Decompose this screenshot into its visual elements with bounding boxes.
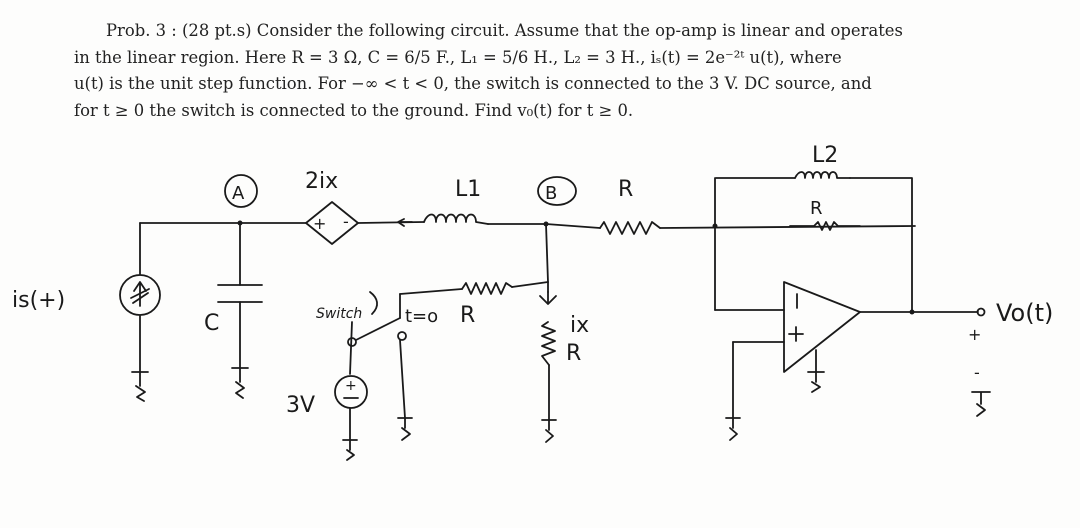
dc-source-label: 3V — [286, 393, 315, 418]
wires — [139, 177, 979, 421]
switch-time-label: t=o — [405, 306, 438, 327]
node-a-label: A — [232, 183, 245, 204]
ground-source — [131, 371, 149, 402]
node-b-label: B — [545, 183, 557, 204]
svg-text:+: + — [313, 214, 326, 233]
resistor-r-switch-label: R — [460, 303, 475, 328]
resistor-r-switch: R — [460, 282, 513, 328]
inductor-l2-label: L2 — [812, 143, 838, 168]
output-label: Vo(t) — [996, 299, 1053, 327]
switch-label: Switch — [316, 306, 362, 322]
resistor-r-branch-label: R — [566, 341, 581, 366]
problem-line-1: Prob. 3 : (28 pt.s) Consider the followi… — [106, 21, 903, 40]
capacitor: C — [204, 284, 263, 399]
resistor-r-feedback: R — [789, 198, 861, 231]
inductor-l2: L2 — [794, 143, 851, 179]
ground-opamp-input — [725, 417, 741, 441]
dependent-source: + - 2ix — [305, 169, 359, 245]
output-terminal: + Vo(t) - — [968, 299, 1053, 417]
svg-text:+: + — [968, 325, 981, 344]
problem-line-2: in the linear region. Here R = 3 Ω, C = … — [74, 47, 842, 67]
svg-text:+: + — [345, 378, 357, 394]
node-b: B — [537, 176, 577, 227]
branch-current-label: ix — [570, 313, 589, 338]
ground-switch — [397, 417, 413, 441]
svg-text:-: - — [343, 212, 349, 231]
switch: Switch t=o — [316, 291, 438, 347]
resistor-r-feedback-label: R — [810, 198, 823, 219]
problem-statement: Prob. 3 : (28 pt.s) Consider the followi… — [74, 18, 1019, 124]
op-amp — [712, 223, 915, 393]
problem-line-3: u(t) is the unit step function. For −∞ <… — [74, 74, 872, 93]
inductor-l1-label: L1 — [455, 177, 481, 202]
capacitor-label: C — [204, 311, 219, 336]
node-a: A — [224, 174, 258, 226]
dependent-source-label: 2ix — [305, 169, 338, 194]
svg-text:-: - — [974, 363, 980, 382]
current-source: is(+) — [12, 274, 161, 316]
dc-source-3v: + 3V — [286, 375, 368, 461]
resistor-r-top-label: R — [618, 177, 633, 202]
source-current-label: is(+) — [12, 288, 65, 313]
inductor-l1: L1 — [397, 177, 489, 227]
resistor-r-branch: ix R — [539, 291, 589, 443]
problem-line-4: for t ≥ 0 the switch is connected to the… — [74, 100, 634, 120]
resistor-r-top: R — [599, 177, 661, 235]
